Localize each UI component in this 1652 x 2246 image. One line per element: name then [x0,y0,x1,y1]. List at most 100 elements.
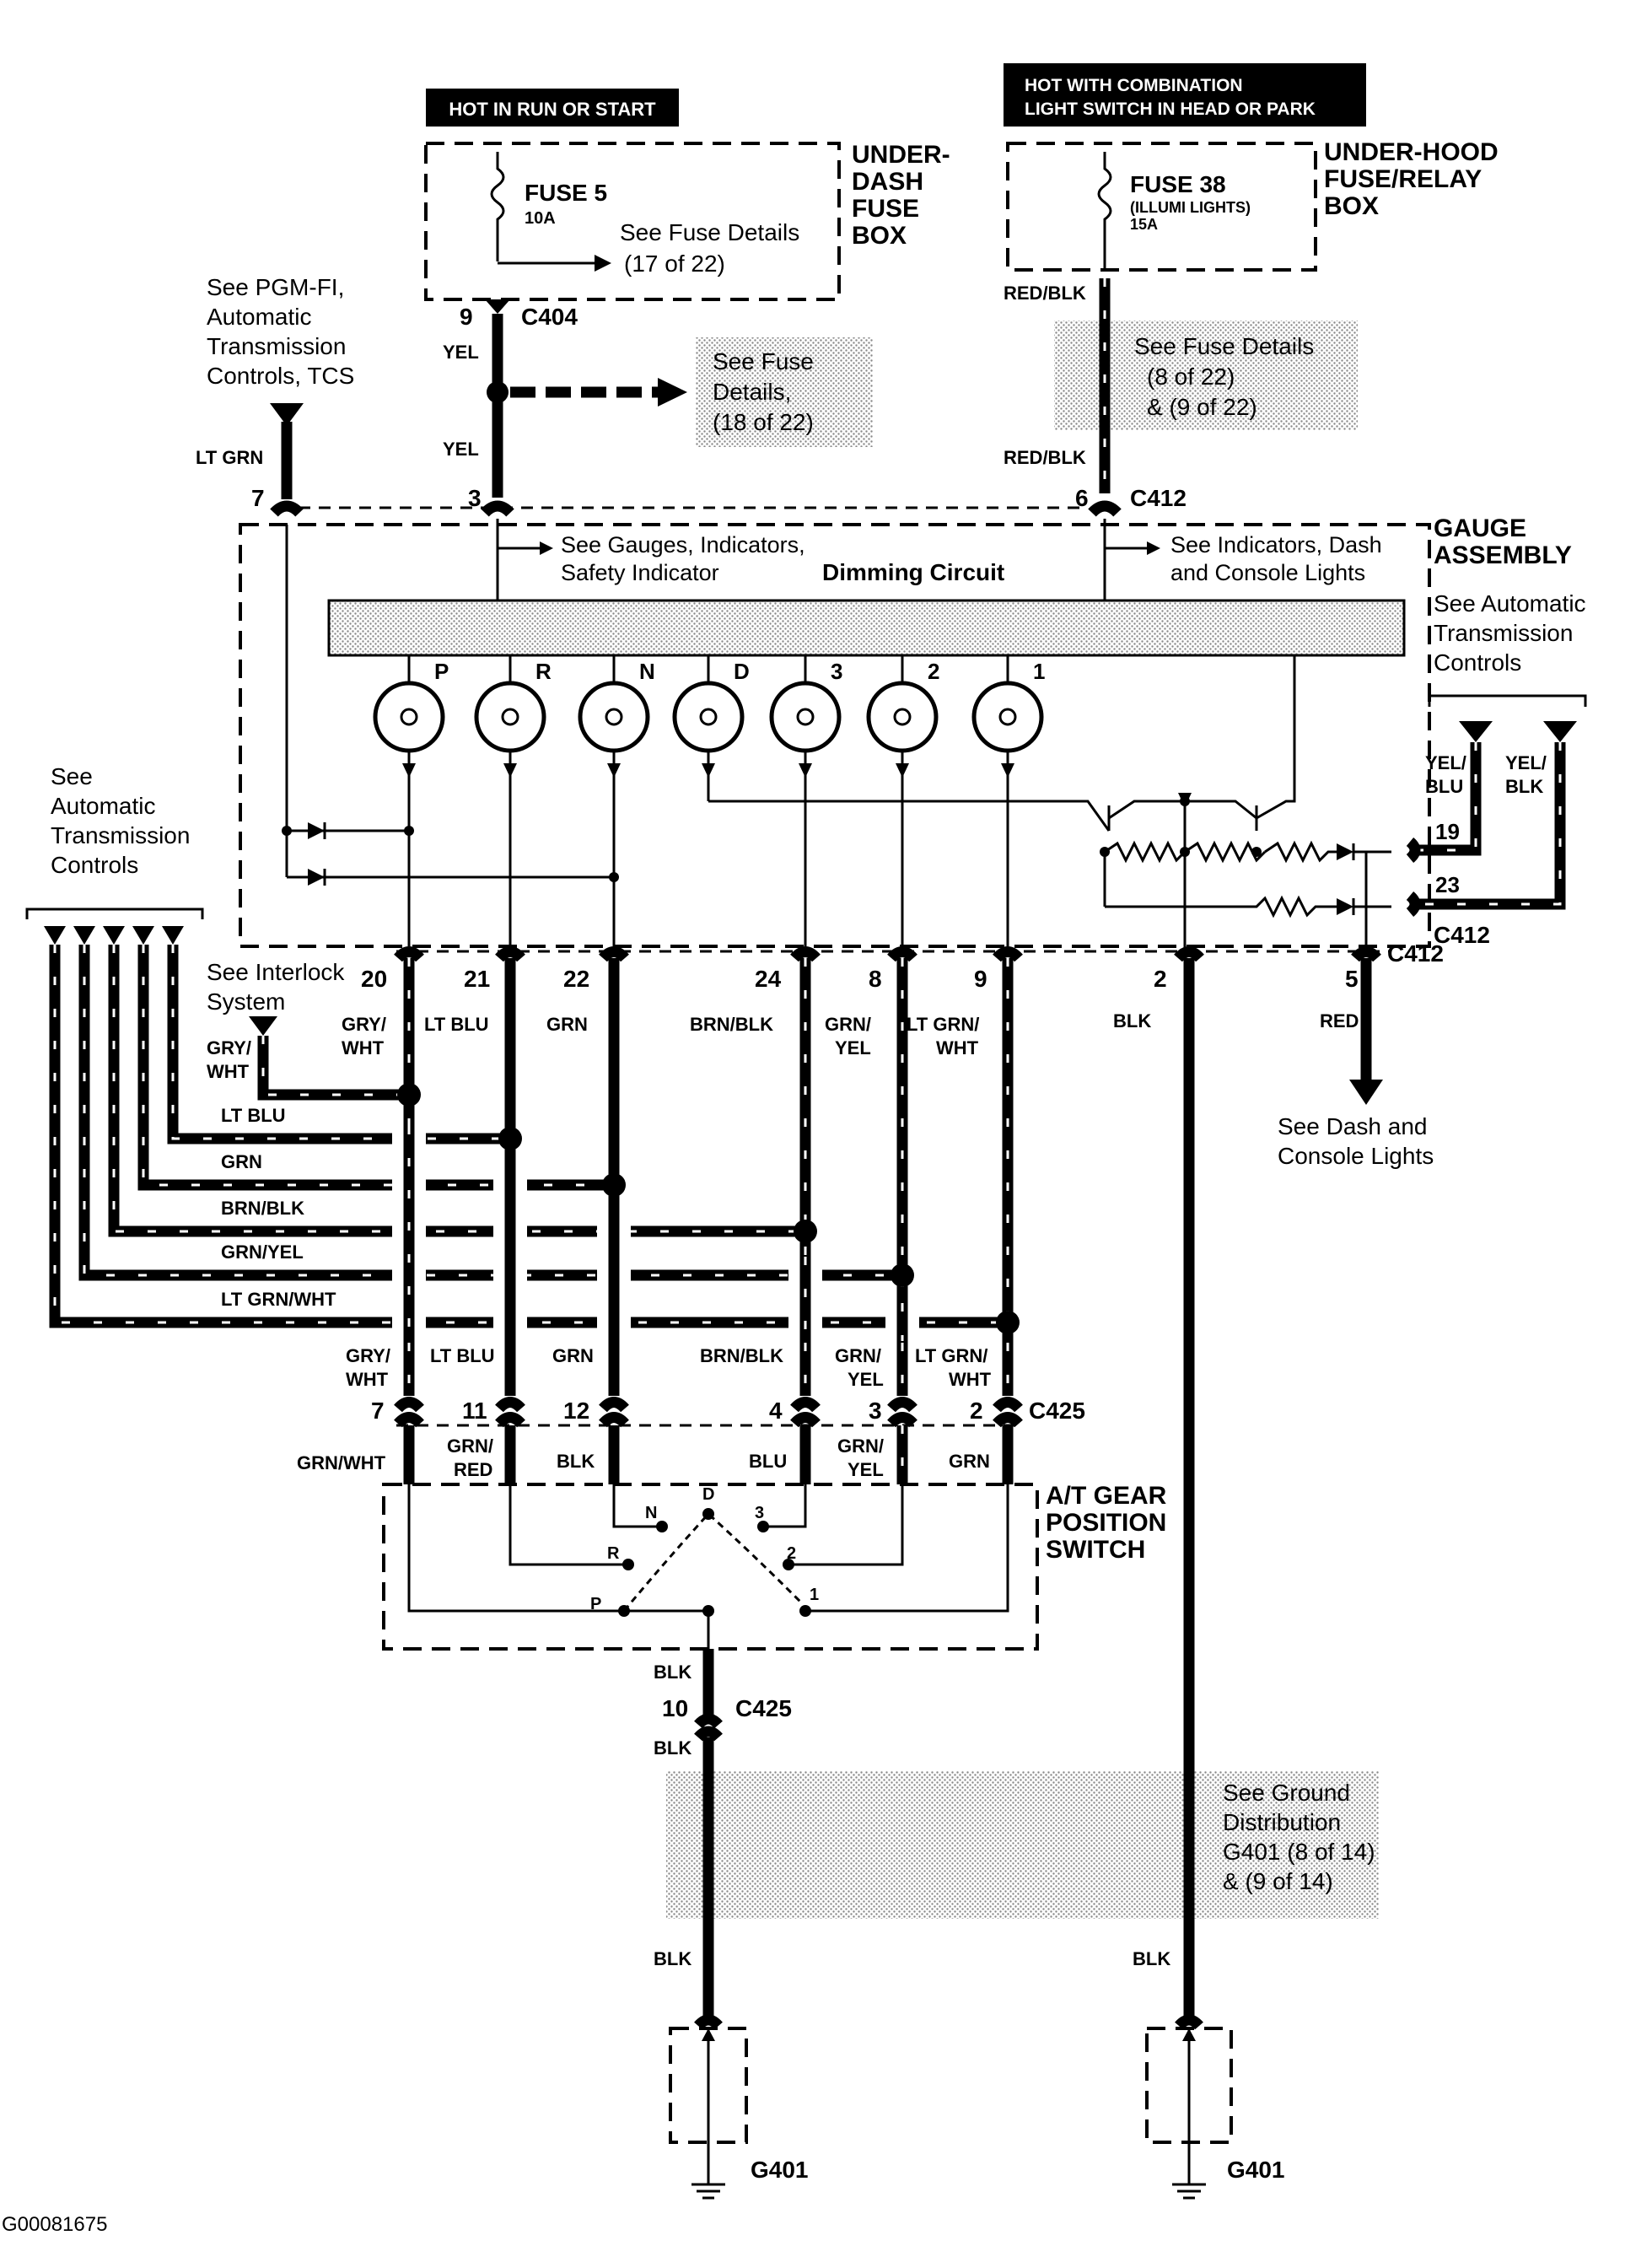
below-c425-blk: BLK [557,1451,595,1472]
red-label: RED [1320,1010,1359,1031]
c412-right-label: C412 [1434,922,1490,948]
c412-col-24-color: BRN/BLK [690,1014,773,1035]
underdash-label-3: FUSE [852,195,919,223]
svg-text:P: P [434,659,449,684]
interlock-arrow [249,1016,277,1036]
c412-top-label: C412 [1130,485,1187,511]
c412-pin7 [270,500,304,517]
at-gear-position-switch [382,1483,1039,1651]
yel-blk-arrow [1543,721,1577,742]
interlock-stripe [261,1036,409,1096]
fuse5-details-2: (17 of 22) [624,250,725,277]
yel-blu-label-1: YEL/ [1425,752,1466,773]
dash-console-ref-2: Console Lights [1278,1143,1434,1169]
svg-text:3: 3 [831,659,842,684]
c425-col-4-color: BRN/BLK [700,1345,783,1366]
ground-blk-label-left: BLK [654,1948,691,1969]
c412-col-8-color-1: GRN/ [825,1014,871,1035]
yel-label-1: YEL [443,342,479,363]
underhood-label-1: UNDER-HOOD [1324,138,1499,166]
at-controls-left-2: Automatic [51,793,156,819]
interlock-ref-2: System [207,988,285,1015]
fuse38-sub: (ILLUMI LIGHTS) [1130,199,1251,216]
below-c425-grn-yel-1: GRN/ [837,1435,884,1457]
c412-pin9 [993,946,1023,962]
c412-col-5-pin: 5 [1345,966,1359,992]
c412-pin6-label: 6 [1075,485,1089,511]
indicator-bulbs: P R N D [373,655,1045,946]
switch-pos-r: R [607,1544,620,1563]
yel-branch-arrow [658,378,687,407]
yel-label-2: YEL [443,439,479,460]
c425-upper-label: C425 [1029,1398,1085,1424]
underhood-label-3: BOX [1324,192,1379,220]
g401-right-label: G401 [1227,2157,1285,2183]
interlock-wire [257,1036,409,1101]
gauges-ref-arrow [540,541,553,555]
below-c425-grn-red-1: GRN/ [447,1435,493,1457]
c412-col-22-pin: 22 [563,966,589,992]
fuse-details-8-9-2: (8 of 22) [1147,364,1235,390]
c425-pin12: 12 [563,1398,589,1424]
c412-bottom-label: C412 [1387,940,1444,967]
interlock-color-1: GRY/ [207,1037,251,1058]
switch-label-2: POSITION [1046,1509,1166,1537]
below-c425-grn: GRN [949,1451,990,1472]
c412-pin3-label: 3 [468,485,482,511]
c412-pin8 [887,946,917,962]
underdash-label-1: UNDER- [852,141,950,169]
left-bracket [25,908,204,919]
c425-col-2-color-2: WHT [949,1369,992,1390]
indicator-p: P [373,655,449,946]
g401-left-label: G401 [751,2157,809,2183]
left-harness-gaps [392,1126,919,1341]
c412-col-22-color: GRN [546,1014,588,1035]
below-c425-grn-red-2: RED [454,1459,492,1480]
c412-pin22 [599,946,629,962]
grn-wht-label: GRN/WHT [297,1452,386,1473]
indicator-2: 2 [866,655,939,946]
dash-console-ref-1: See Dash and [1278,1113,1427,1139]
interlock-ref-1: See Interlock [207,959,345,985]
c412-col-8-pin: 8 [869,966,882,992]
at-controls-left-3: Transmission [51,822,190,848]
right-bracket [1428,694,1587,707]
yel-blk-label-1: YEL/ [1505,752,1547,773]
c412-pin23 [1406,891,1421,917]
run-start-banner [426,89,679,127]
underdash-fuse-box [424,142,841,301]
indicators-ref-2: and Console Lights [1170,560,1365,585]
interlock-diodes [282,525,619,886]
dimming-circuit: Dimming Circuit [822,559,1004,585]
underhood-label-2: FUSE/RELAY [1324,165,1482,193]
combo-banner-line1: HOT WITH COMBINATION [1025,76,1243,95]
c412-col-21-pin: 21 [464,966,490,992]
switch-pos-d: D [702,1485,714,1504]
left-harness-wires [49,945,1008,1328]
at-controls-right-1: See Automatic [1434,590,1586,617]
c412-col-21-color: LT BLU [424,1014,489,1035]
c412-pin5 [1351,946,1381,962]
at-controls-left-1: See [51,763,93,789]
figure-id: G00081675 [2,2213,107,2236]
c412-pin20 [394,946,424,962]
c425-pin4: 4 [769,1398,783,1424]
c412-pin6 [1088,500,1122,517]
red-blk-label-1: RED/BLK [1004,283,1086,304]
combo-banner-line2: LIGHT SWITCH IN HEAD OR PARK [1025,100,1316,119]
yel-blu-arrow [1459,721,1493,742]
lt-grn-label: LT GRN [196,447,263,468]
control-circuit [708,655,1391,957]
fuse-details-18-box [696,337,873,447]
c412-pin3 [481,500,514,517]
left-harness-arrows [44,926,184,945]
at-controls-right-2: Transmission [1434,620,1573,646]
c412-col-2-color: BLK [1113,1010,1151,1031]
c425-pins [394,1397,1023,1428]
switch-pos-p: P [590,1595,601,1613]
c425-col-3-color-1: GRN/ [835,1345,881,1366]
yel-splice [487,381,509,403]
at-controls-right-3: Controls [1434,649,1521,676]
ground-ref-2: Distribution [1223,1809,1341,1835]
